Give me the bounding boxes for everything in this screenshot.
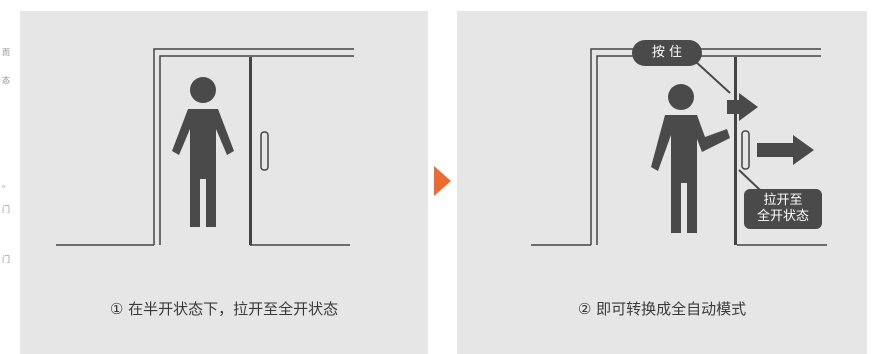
door-handle-icon	[260, 131, 269, 171]
next-step-arrow-icon	[434, 166, 451, 196]
callout-pointer	[738, 169, 761, 191]
margin-fragment: 而	[2, 48, 10, 57]
step-1-caption: ① 在半开状态下，拉开至全开状态	[109, 300, 339, 318]
door-frame-inner	[159, 55, 354, 245]
step-2-illustration	[531, 40, 827, 246]
door-leaf-edge	[249, 57, 252, 245]
open-label-line2: 全开状态	[756, 209, 809, 224]
step-1-panel: ① 在半开状态下，拉开至全开状态	[20, 11, 428, 354]
hold-label: 按 住	[651, 45, 683, 60]
step-1-illustration	[56, 48, 354, 246]
push-arrow-icon	[727, 93, 758, 121]
margin-fragment: 态	[2, 76, 10, 85]
door-frame-inner	[596, 55, 821, 245]
callout-bubble	[632, 40, 702, 66]
step-2-panel: 按 住 拉开至 全开状态 ② 即可转换成全自动模式	[457, 11, 867, 354]
door-leaf-edge	[734, 57, 737, 245]
callout-box	[744, 189, 822, 229]
margin-fragment: 门	[2, 255, 10, 264]
door-handle-icon	[741, 130, 750, 170]
standing-person-icon	[172, 77, 234, 227]
door-frame-outer	[153, 48, 354, 245]
door-frame-outer	[590, 48, 821, 245]
callout-pointer	[694, 60, 731, 94]
slide-open-arrow-icon	[757, 135, 814, 165]
open-label-line1: 拉开至	[763, 193, 803, 208]
margin-fragment: 。	[2, 180, 10, 189]
step-2-caption: ② 即可转换成全自动模式	[577, 300, 747, 318]
margin-fragment: 门	[2, 205, 10, 214]
reaching-person-icon	[651, 84, 730, 233]
